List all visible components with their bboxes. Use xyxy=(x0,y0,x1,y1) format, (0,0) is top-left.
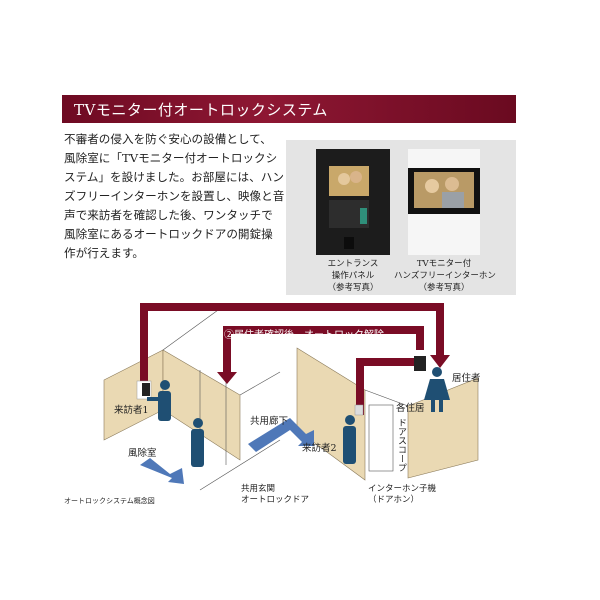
caption-line: （参考写真） xyxy=(418,283,470,293)
arrow-heads xyxy=(217,336,450,384)
section-title: TVモニター付オートロックシステム xyxy=(74,101,328,119)
door-scope-label: ドアスコープ xyxy=(396,418,406,472)
caption-line: ハンズフリーインターホン xyxy=(394,271,496,281)
caption-line: 操作パネル xyxy=(331,271,375,281)
step1-label: ①来訪者通話 xyxy=(225,312,285,323)
photo-caption-entrance-panel: エントランス 操作パネル （参考写真） xyxy=(313,258,393,294)
visitor1-label: 来訪者1 xyxy=(114,405,149,416)
intro-line: ズフリーインターホンを設置し、映像と音 xyxy=(64,189,285,203)
visitor1-figure xyxy=(147,380,171,421)
label-line: インターホン子機 xyxy=(368,484,437,494)
caption-line: （参考写真） xyxy=(327,283,379,293)
intro-line: 不審者の侵入を防ぐ安心の設備として、 xyxy=(64,132,272,146)
entrance-panel-photo xyxy=(316,149,390,255)
visitor-walking-figure xyxy=(191,418,204,467)
section-title-bar: TVモニター付オートロックシステム xyxy=(62,95,516,123)
diagram-caption: オートロックシステム概念図 xyxy=(64,497,155,505)
caption-line: エントランス xyxy=(327,259,379,269)
intro-line: 風除室に「TVモニター付オートロックシ xyxy=(64,151,278,165)
outline-lines xyxy=(162,304,409,491)
intercom-sub-label: インターホン子機 （ドアホン） xyxy=(368,484,436,506)
flow-arrows xyxy=(140,418,314,484)
label-line: 共用玄関 xyxy=(241,484,276,494)
person-figures xyxy=(147,367,450,467)
intro-paragraph: 不審者の侵入を防ぐ安心の設備として、 風除室に「TVモニター付オートロックシ ス… xyxy=(64,130,286,263)
step2-label: ②居住者確認後、オートロック解除 xyxy=(224,330,384,341)
visitor2-label: 来訪者2 xyxy=(302,443,337,454)
photo-caption-monitor: TVモニター付 ハンズフリーインターホン （参考写真） xyxy=(394,258,496,294)
caption-line: TVモニター付 xyxy=(416,259,472,269)
intro-line: 声で来訪者を確認した後、ワンタッチで xyxy=(64,208,273,222)
label-line: オートロックドア xyxy=(241,495,310,505)
label-line: （ドアホン） xyxy=(368,495,420,505)
step-arrows xyxy=(140,303,444,415)
intro-line: 作が行えます。 xyxy=(64,246,144,260)
resident-figure xyxy=(424,367,450,412)
visitor2-figure xyxy=(343,415,356,464)
vestibule-label: 風除室 xyxy=(128,448,157,459)
resident-label: 居住者 xyxy=(452,373,481,384)
photo-panel: エントランス 操作パネル （参考写真） TVモニター付 ハンズフリーインターホン… xyxy=(286,140,516,295)
device-icons xyxy=(136,356,426,416)
each-residence-label: 各住居 xyxy=(396,403,425,414)
device-photos xyxy=(316,149,480,255)
intro-line: 風除室にあるオートロックドアの開錠操 xyxy=(64,227,273,241)
indoor-monitor-photo xyxy=(408,149,480,255)
entrance-door-label: 共用玄関 オートロックドア xyxy=(241,484,309,506)
corridor-label: 共用廊下 xyxy=(250,416,289,427)
intro-line: ステム」を設けました。お部屋には、ハン xyxy=(64,170,284,184)
